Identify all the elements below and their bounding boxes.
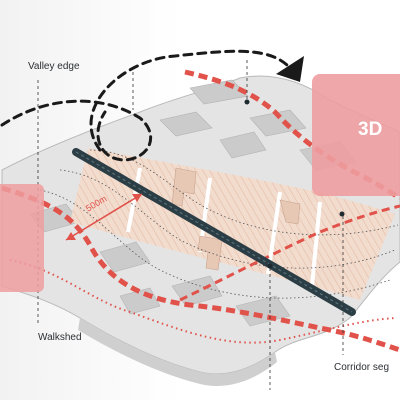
view-3d-panel: [312, 74, 400, 196]
distance-line: [65, 193, 143, 241]
block: [99, 241, 151, 273]
valley-edge-label: Valley edge: [28, 61, 80, 72]
distance-arrow-icon: [65, 193, 143, 241]
terrain-edge: [78, 318, 277, 386]
flow-arrowhead: [276, 56, 304, 82]
flow-arrow-loop: [0, 99, 153, 162]
station-dot: [339, 211, 345, 217]
left-highlight-panel: [0, 184, 44, 292]
block: [219, 131, 267, 159]
contour-lines: [39, 149, 399, 299]
contour: [59, 169, 396, 269]
distance-arrowhead: [66, 232, 76, 240]
contour: [39, 189, 391, 299]
notched-blocks: [171, 167, 301, 271]
view-3d-tag: 3D: [358, 119, 383, 140]
stations: [244, 99, 345, 269]
block: [235, 295, 291, 327]
walkshed-label: Walkshed: [38, 332, 82, 343]
contour: [89, 149, 399, 236]
corridor-track: [75, 151, 353, 313]
station-dot: [267, 263, 273, 269]
street: [310, 201, 322, 287]
street: [126, 167, 142, 233]
distance-arrowhead: [132, 194, 142, 202]
block: [279, 199, 301, 225]
corridor-segment-label: Corridor seg: [334, 362, 390, 373]
walkshed-inner-boundary: [179, 204, 400, 302]
flow-arrow-path: [89, 49, 292, 152]
station-dot: [244, 99, 250, 105]
flow-arrow-icon: [0, 49, 292, 162]
block: [159, 111, 213, 137]
valley-edge-line: [9, 259, 396, 344]
